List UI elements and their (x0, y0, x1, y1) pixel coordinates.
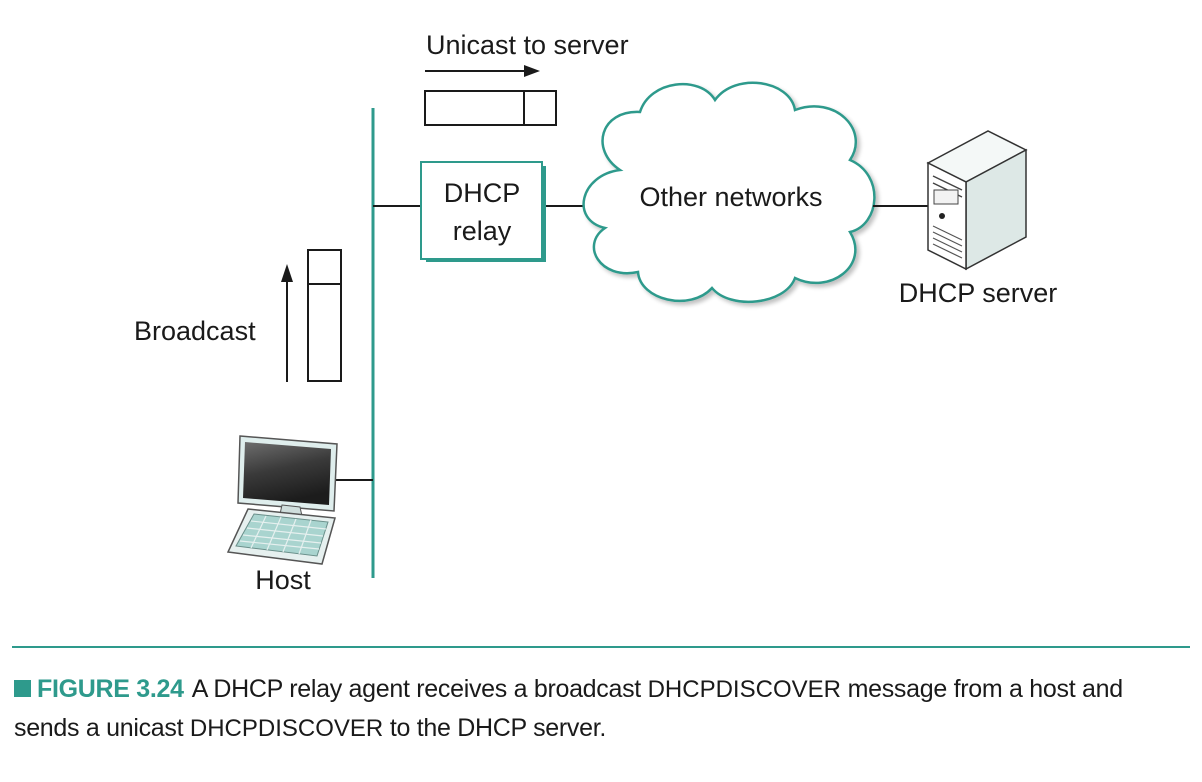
cloud-label: Other networks (639, 182, 822, 212)
caption-text-3: to the DHCP server. (383, 714, 607, 742)
caption-code-2: DHCPDISCOVER (189, 715, 384, 742)
keyboard-icon (226, 508, 336, 565)
caption-code-1: DHCPDISCOVER (647, 676, 841, 703)
caption-text-1: A DHCP relay agent receives a broadcast (191, 675, 648, 703)
server-tower-icon (926, 130, 1028, 271)
broadcast-label: Broadcast (134, 316, 256, 346)
unicast-arrow (425, 65, 540, 77)
relay-label-line2: relay (453, 216, 512, 246)
dhcp-relay-box: DHCP relay (420, 161, 546, 262)
caption-text-2: message from a host and sends a unicast (14, 675, 1123, 742)
relay-label-line1: DHCP (444, 178, 521, 208)
monitor-icon (237, 435, 338, 517)
figure-marker-icon (14, 680, 31, 697)
broadcast-packet (307, 249, 342, 382)
cloud-icon (582, 81, 876, 303)
unicast-label: Unicast to server (426, 30, 629, 60)
unicast-packet (424, 90, 557, 126)
host-label: Host (255, 565, 311, 595)
dhcp-relay-diagram: Unicast to server DHCP relay Other netwo… (134, 30, 1058, 595)
figure-number: FIGURE 3.24 (37, 675, 184, 703)
broadcast-arrow (281, 264, 293, 382)
server-label: DHCP server (899, 278, 1058, 308)
caption-divider (12, 646, 1190, 648)
